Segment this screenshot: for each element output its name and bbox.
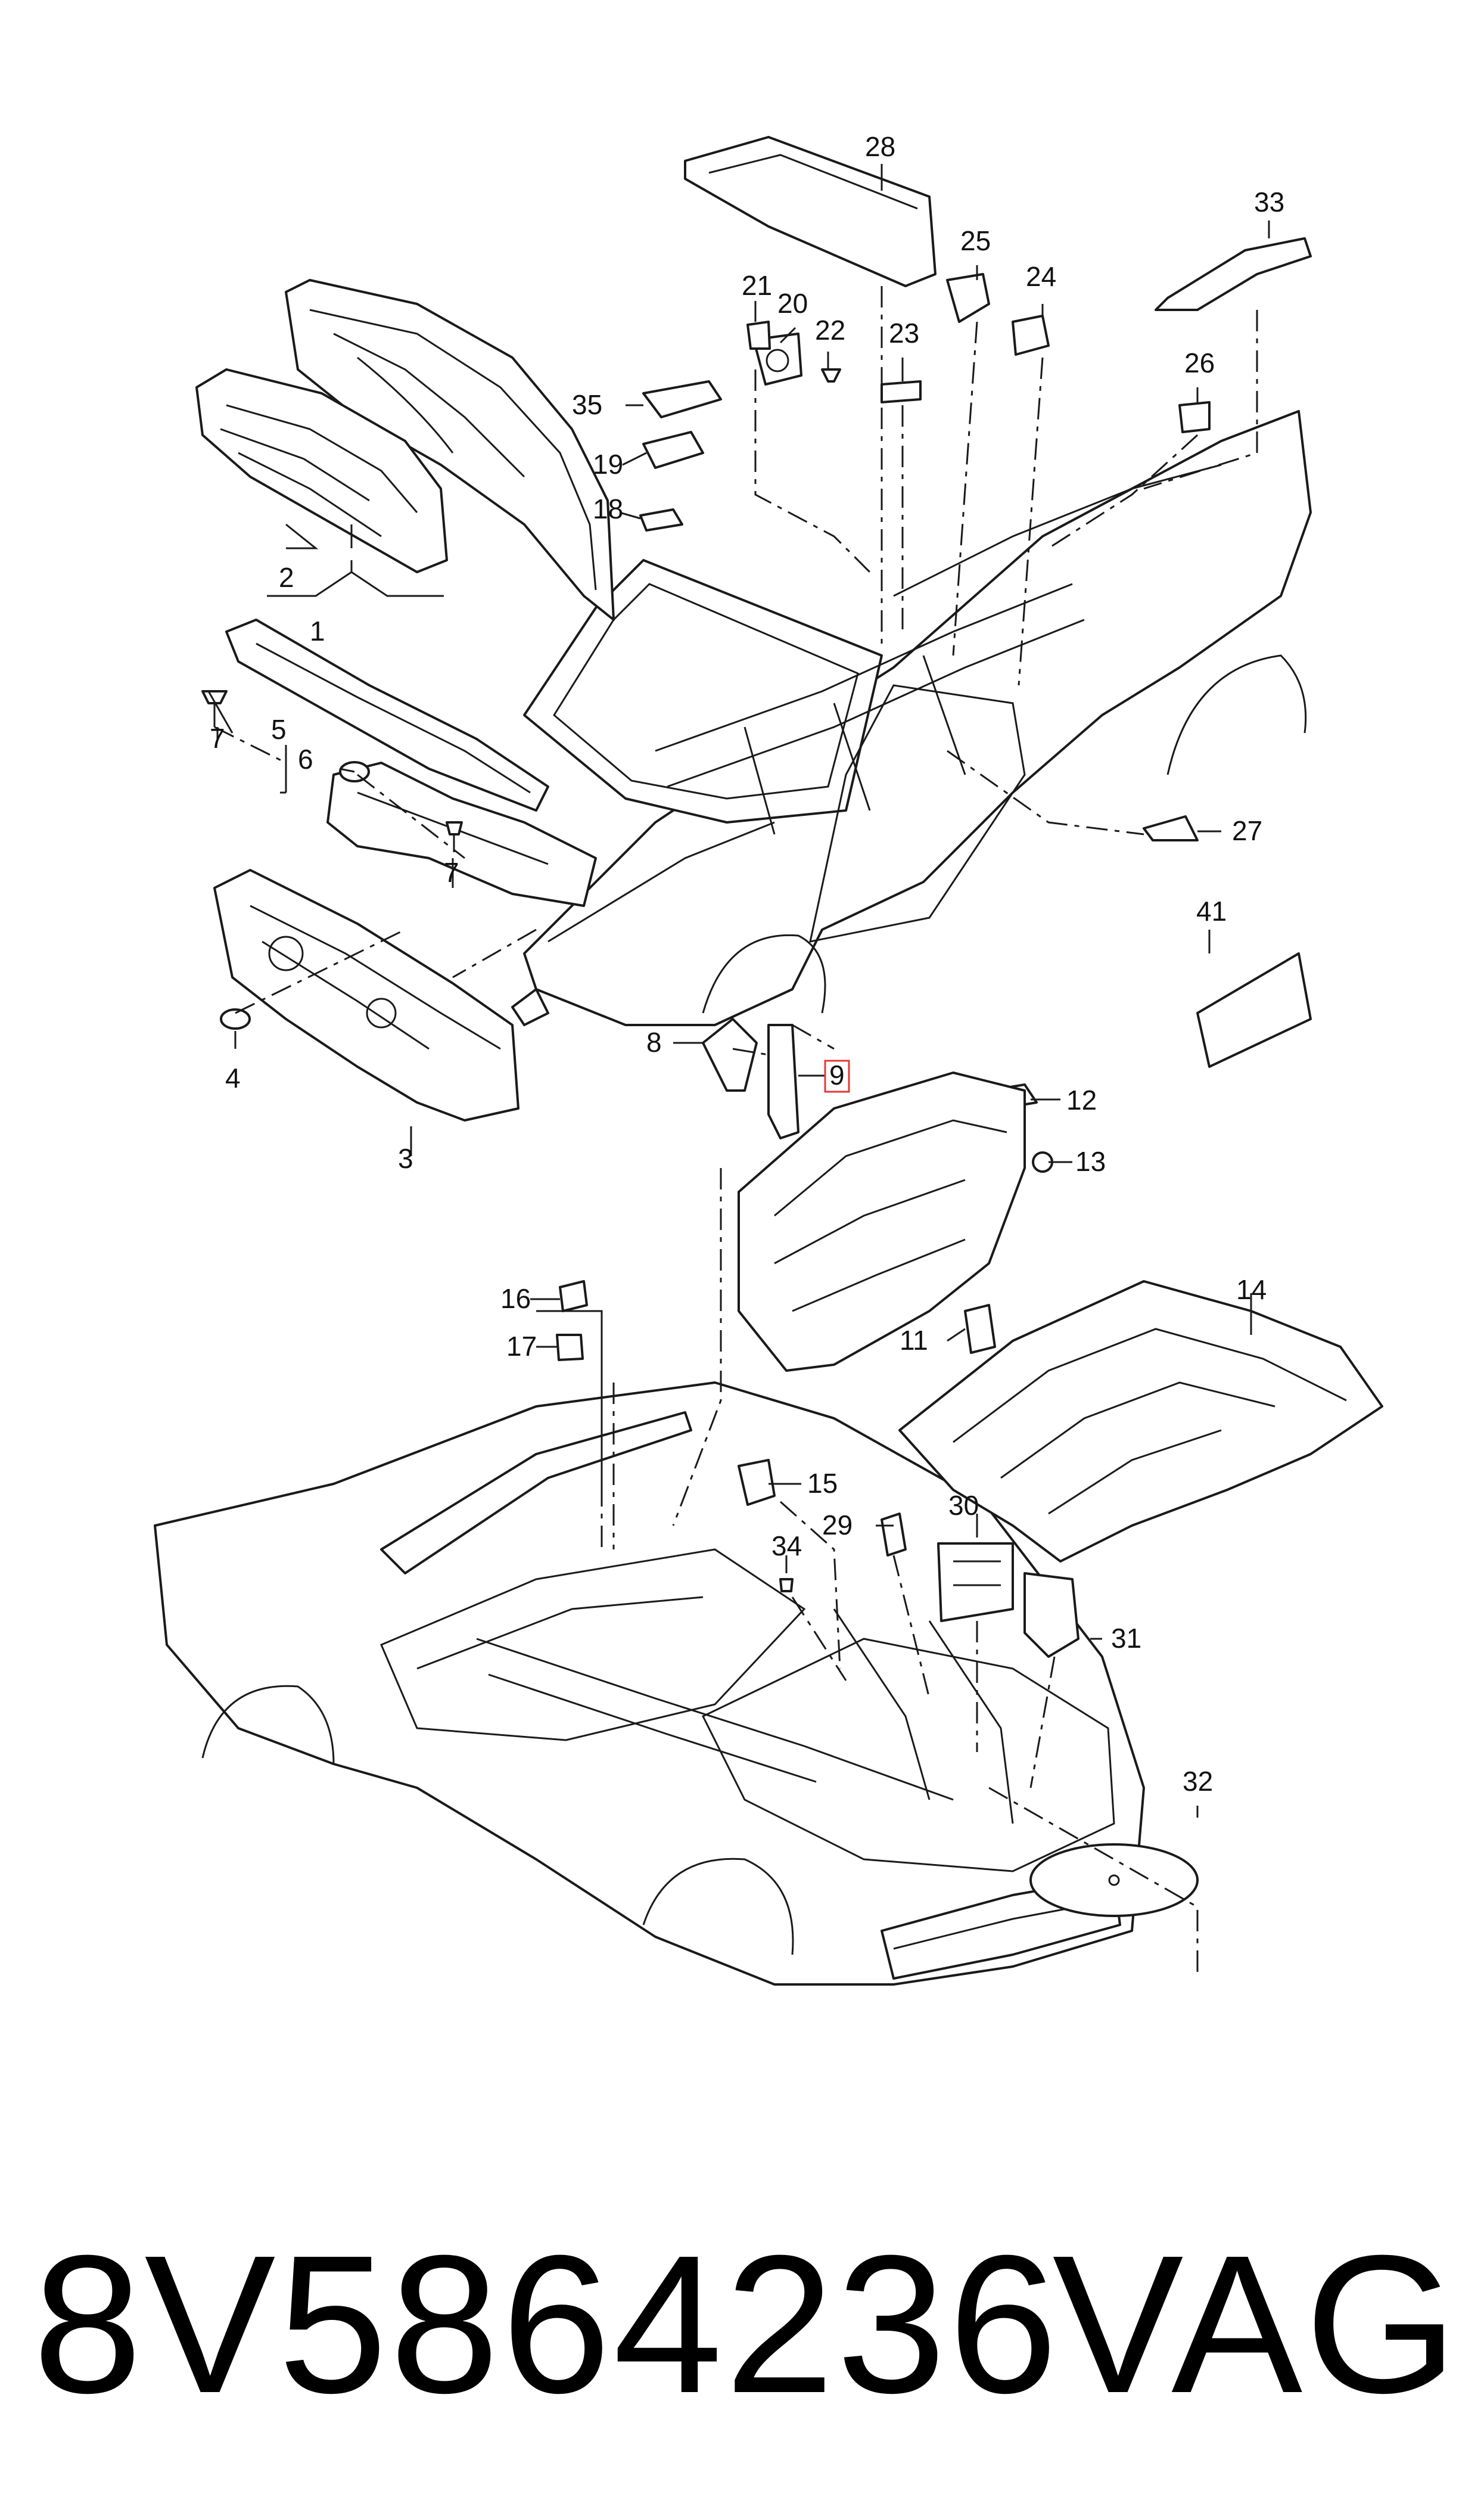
callout-22: 22 bbox=[815, 315, 845, 346]
upper-body-shell bbox=[511, 410, 1312, 1026]
callout-21: 21 bbox=[742, 270, 772, 301]
callout-12: 12 bbox=[1066, 1085, 1097, 1116]
small-parts-lower bbox=[556, 1280, 1199, 1917]
callout-3: 3 bbox=[398, 1143, 413, 1174]
brand-label: VAG bbox=[1052, 2214, 1460, 2434]
callout-20: 20 bbox=[777, 288, 808, 319]
callout-30: 30 bbox=[948, 1490, 979, 1521]
firewall-trim bbox=[326, 762, 597, 907]
callout-27: 27 bbox=[1232, 815, 1262, 846]
hood-part-1 bbox=[285, 279, 615, 621]
hood-insulation-part-2 bbox=[195, 368, 448, 573]
callout-34: 34 bbox=[771, 1530, 802, 1561]
callout-14: 14 bbox=[1236, 1274, 1267, 1305]
callout-15: 15 bbox=[807, 1468, 838, 1499]
front-panel-part-11 bbox=[738, 1071, 1053, 1372]
callout-17: 17 bbox=[506, 1331, 537, 1362]
callout-11: 11 bbox=[900, 1325, 928, 1356]
callout-23: 23 bbox=[889, 318, 919, 349]
highlight-box-9 bbox=[824, 1060, 850, 1093]
callout-35: 35 bbox=[572, 389, 602, 420]
callout-28: 28 bbox=[865, 131, 895, 162]
callout-18: 18 bbox=[593, 493, 623, 524]
part-number: 8V5864236 bbox=[33, 2214, 1060, 2434]
callout-31: 31 bbox=[1111, 1623, 1141, 1654]
callout-7b: 7 bbox=[444, 857, 459, 888]
callout-7a: 7 bbox=[210, 723, 225, 754]
callout-29: 29 bbox=[822, 1509, 853, 1540]
callout-32: 32 bbox=[1183, 1766, 1213, 1797]
reference-dashed-lines bbox=[214, 286, 1258, 1978]
callout-8: 8 bbox=[646, 1027, 662, 1058]
callout-labels: 1 2 3 4 5 6 7 7 8 9 11 12 13 14 15 16 17… bbox=[210, 131, 1284, 1797]
callout-19: 19 bbox=[593, 449, 623, 480]
leader-lines bbox=[207, 164, 1270, 1818]
callout-13: 13 bbox=[1075, 1146, 1106, 1177]
small-parts-upper bbox=[201, 136, 1312, 1139]
parts-diagram: 1 2 3 4 5 6 7 7 8 9 11 12 13 14 15 16 17… bbox=[154, 131, 1383, 1986]
callout-2: 2 bbox=[279, 562, 294, 593]
callout-25: 25 bbox=[960, 225, 991, 256]
callout-6: 6 bbox=[298, 744, 313, 775]
callout-5: 5 bbox=[271, 714, 287, 745]
callout-24: 24 bbox=[1026, 261, 1056, 292]
callout-26: 26 bbox=[1184, 347, 1215, 378]
callout-4: 4 bbox=[225, 1063, 241, 1094]
floor-carpet-part-14 bbox=[898, 1280, 1383, 1563]
callout-1: 1 bbox=[310, 616, 325, 647]
callout-16: 16 bbox=[500, 1283, 531, 1314]
callout-9: 9 bbox=[829, 1060, 845, 1091]
callout-33: 33 bbox=[1254, 187, 1284, 218]
cowl-panel-part-5 bbox=[225, 619, 549, 812]
bulkhead-liner-part-3 bbox=[213, 869, 519, 1122]
callout-41: 41 bbox=[1196, 896, 1227, 927]
